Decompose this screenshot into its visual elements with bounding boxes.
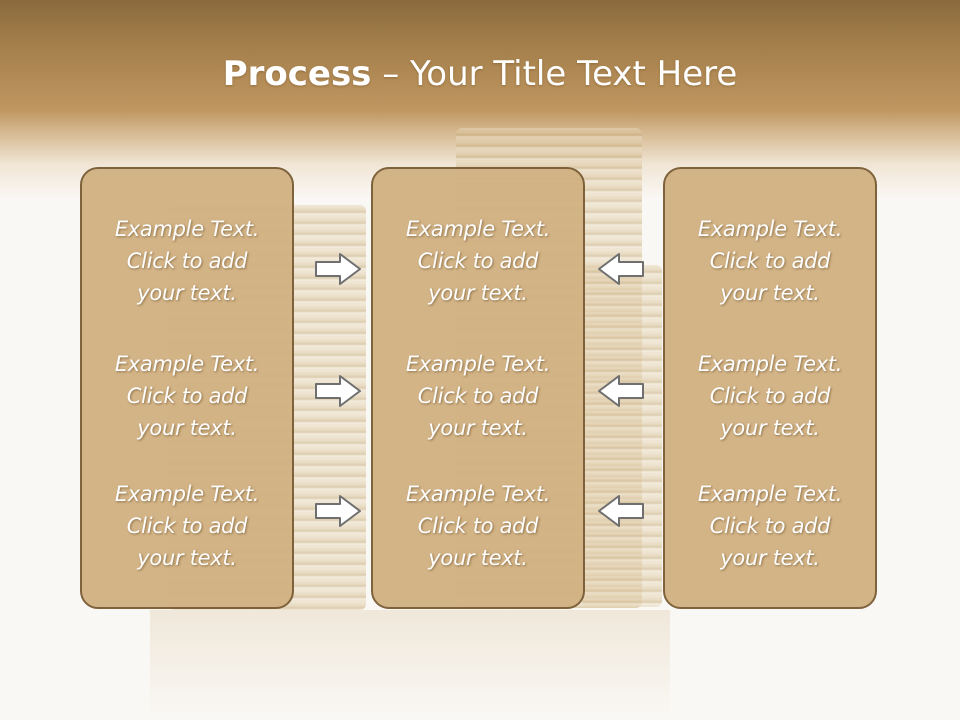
title-bold: Process	[222, 54, 372, 94]
text-block[interactable]: Example Text. Click to add your text.	[82, 213, 292, 309]
text-line: Example Text.	[405, 482, 551, 506]
text-line: your text.	[137, 546, 237, 570]
text-block[interactable]: Example Text. Click to add your text.	[665, 213, 875, 309]
arrow-right-icon[interactable]	[314, 252, 362, 286]
text-block[interactable]: Example Text. Click to add your text.	[665, 478, 875, 574]
process-panel-right[interactable]: Example Text. Click to add your text. Ex…	[663, 167, 877, 609]
text-line: Click to add	[417, 514, 539, 538]
text-line: your text.	[720, 416, 820, 440]
text-line: Example Text.	[114, 352, 260, 376]
text-block[interactable]: Example Text. Click to add your text.	[373, 478, 583, 574]
text-line: Click to add	[126, 514, 248, 538]
text-line: Click to add	[417, 249, 539, 273]
text-line: Click to add	[417, 384, 539, 408]
text-line: Example Text.	[697, 352, 843, 376]
text-line: Click to add	[709, 514, 831, 538]
text-line: Example Text.	[114, 217, 260, 241]
coin-reflection	[150, 610, 670, 720]
arrow-right-icon[interactable]	[314, 374, 362, 408]
text-line: Example Text.	[405, 217, 551, 241]
text-block[interactable]: Example Text. Click to add your text.	[665, 348, 875, 444]
text-line: your text.	[428, 281, 528, 305]
text-line: Click to add	[709, 249, 831, 273]
text-block[interactable]: Example Text. Click to add your text.	[82, 348, 292, 444]
text-line: your text.	[137, 416, 237, 440]
text-line: your text.	[137, 281, 237, 305]
arrow-left-icon[interactable]	[597, 252, 645, 286]
text-block[interactable]: Example Text. Click to add your text.	[373, 348, 583, 444]
arrow-left-icon[interactable]	[597, 374, 645, 408]
text-line: Click to add	[709, 384, 831, 408]
text-line: Example Text.	[697, 217, 843, 241]
text-line: your text.	[720, 546, 820, 570]
text-line: your text.	[720, 281, 820, 305]
text-line: Example Text.	[405, 352, 551, 376]
slide-title[interactable]: Process – Your Title Text Here	[0, 52, 960, 96]
process-panel-center[interactable]: Example Text. Click to add your text. Ex…	[371, 167, 585, 609]
text-line: Example Text.	[697, 482, 843, 506]
text-line: Click to add	[126, 384, 248, 408]
text-line: your text.	[428, 546, 528, 570]
arrow-left-icon[interactable]	[597, 494, 645, 528]
text-line: Example Text.	[114, 482, 260, 506]
text-block[interactable]: Example Text. Click to add your text.	[373, 213, 583, 309]
coin-stack	[582, 265, 662, 607]
title-rest: – Your Title Text Here	[371, 54, 738, 94]
text-line: your text.	[428, 416, 528, 440]
arrow-right-icon[interactable]	[314, 494, 362, 528]
text-block[interactable]: Example Text. Click to add your text.	[82, 478, 292, 574]
text-line: Click to add	[126, 249, 248, 273]
process-panel-left[interactable]: Example Text. Click to add your text. Ex…	[80, 167, 294, 609]
